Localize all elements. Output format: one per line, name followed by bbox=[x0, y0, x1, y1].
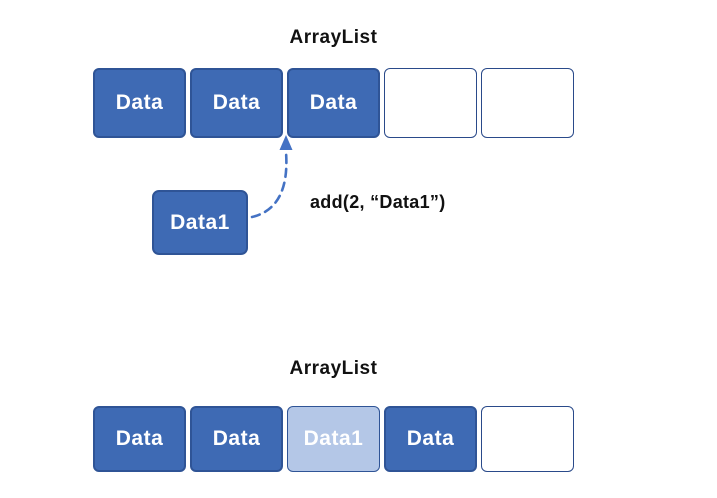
array-cell-after-1: Data bbox=[190, 406, 283, 472]
insert-element-box: Data1 bbox=[152, 190, 248, 255]
array-cell-0: Data bbox=[93, 68, 186, 138]
array-cell-3-empty bbox=[384, 68, 477, 138]
insert-arrow-icon bbox=[250, 135, 293, 219]
arraylist-title-after: ArrayList bbox=[289, 358, 378, 379]
array-cell-after-0: Data bbox=[93, 406, 186, 472]
array-cell-1: Data bbox=[190, 68, 283, 138]
array-cell-after-4-empty bbox=[481, 406, 574, 472]
array-cell-after-3: Data bbox=[384, 406, 477, 472]
operation-label: add(2, “Data1”) bbox=[310, 192, 446, 212]
array-cell-2: Data bbox=[287, 68, 380, 138]
arraylist-title-before: ArrayList bbox=[289, 27, 378, 48]
array-cell-after-2-inserted: Data1 bbox=[287, 406, 380, 472]
array-cell-4-empty bbox=[481, 68, 574, 138]
